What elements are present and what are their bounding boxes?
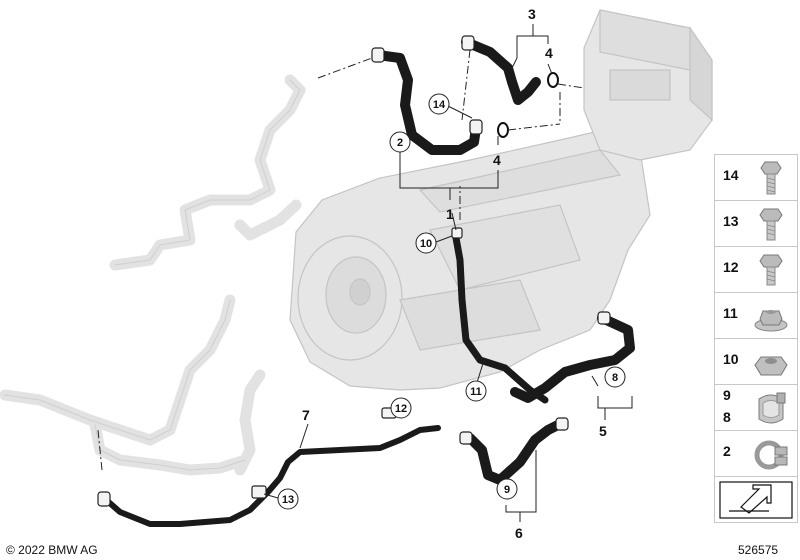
coolant-hose-1 bbox=[452, 234, 549, 404]
legend-label: 14 bbox=[723, 167, 739, 183]
control-unit bbox=[583, 9, 713, 161]
hose-fittings bbox=[97, 35, 611, 507]
svg-text:2: 2 bbox=[397, 137, 403, 149]
ghost-hoses bbox=[0, 74, 306, 476]
callout-4-bottom: 4 bbox=[493, 152, 501, 168]
hose-clip-icon bbox=[758, 392, 786, 424]
legend-item-13: 13 bbox=[714, 200, 798, 246]
legend-item-12: 12 bbox=[714, 246, 798, 292]
callout-10-circle: 10 bbox=[415, 232, 437, 254]
svg-text:9: 9 bbox=[504, 484, 510, 496]
coolant-hose-5 bbox=[510, 313, 635, 403]
parts-legend: 14 13 12 11 10 bbox=[714, 154, 798, 523]
bolt-icon bbox=[760, 161, 782, 195]
legend-item-arrow bbox=[714, 476, 798, 523]
callout-8-circle: 8 bbox=[604, 366, 626, 388]
svg-text:11: 11 bbox=[470, 386, 482, 398]
ghost-hoses-outline bbox=[4, 79, 301, 471]
svg-text:12: 12 bbox=[395, 403, 407, 415]
legend-label: 9 bbox=[723, 387, 731, 403]
legend-label: 13 bbox=[723, 213, 739, 229]
callout-4-top: 4 bbox=[545, 45, 553, 61]
legend-item-2: 2 bbox=[714, 430, 798, 476]
callout-13-circle: 13 bbox=[277, 488, 299, 510]
legend-label: 10 bbox=[723, 351, 739, 367]
coolant-hose-3 bbox=[461, 37, 541, 105]
copyright-text: © 2022 BMW AG bbox=[6, 543, 98, 557]
callout-5: 5 bbox=[599, 423, 607, 439]
legend-item-9-8: 9 8 bbox=[714, 384, 798, 430]
callout-11-circle: 11 bbox=[465, 380, 487, 402]
legend-label: 12 bbox=[723, 259, 739, 275]
callout-12-circle: 12 bbox=[390, 397, 412, 419]
callout-14-circle: 14 bbox=[428, 93, 450, 115]
svg-text:8: 8 bbox=[612, 372, 618, 384]
legend-item-14: 14 bbox=[714, 154, 798, 200]
svg-text:13: 13 bbox=[282, 494, 294, 506]
legend-item-11: 11 bbox=[714, 292, 798, 338]
callout-1: 1 bbox=[446, 206, 454, 222]
callout-3: 3 bbox=[528, 6, 536, 22]
image-number: 526575 bbox=[738, 543, 779, 557]
bolt-icon bbox=[759, 254, 783, 286]
svg-text:14: 14 bbox=[433, 99, 446, 111]
leader-dashdot bbox=[97, 49, 585, 471]
gearbox-housing bbox=[289, 127, 651, 391]
flange-nut-icon bbox=[754, 310, 788, 332]
callout-9-circle: 9 bbox=[496, 478, 518, 500]
legend-label: 2 bbox=[723, 443, 731, 459]
hose-clamp-icon bbox=[754, 440, 788, 470]
callout-2-circle: 2 bbox=[389, 131, 411, 153]
coolant-hose-2 bbox=[373, 50, 481, 155]
callout-7: 7 bbox=[302, 407, 310, 423]
bolt-icon bbox=[759, 208, 783, 241]
svg-text:10: 10 bbox=[420, 238, 432, 250]
coolant-hose-6 bbox=[465, 419, 565, 485]
legend-label: 11 bbox=[723, 305, 738, 321]
hex-nut-icon bbox=[754, 356, 788, 376]
legend-item-10: 10 bbox=[714, 338, 798, 384]
coolant-line-7 bbox=[101, 425, 441, 527]
legend-label-2: 8 bbox=[723, 409, 731, 425]
callout-6: 6 bbox=[515, 525, 523, 541]
direction-arrow-icon bbox=[719, 481, 793, 519]
